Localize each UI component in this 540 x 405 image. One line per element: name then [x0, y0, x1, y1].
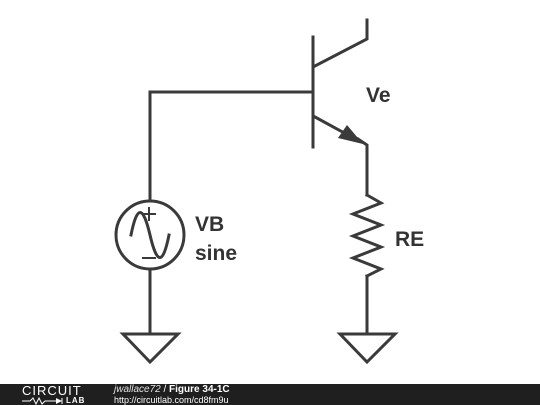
- logo-wordmark: CIRCUIT: [22, 383, 82, 398]
- credit-line: jwallace72 / Figure 34-1C: [114, 385, 230, 395]
- npn-transistor: [311, 18, 369, 197]
- logo-lab-text: LAB: [66, 396, 86, 405]
- resistor-label: RE: [395, 228, 424, 251]
- resistor-zigzag: [348, 192, 386, 279]
- ground-icon-left: [119, 332, 182, 365]
- circuit-url-link[interactable]: http://circuitlab.com/cd8fm9u: [114, 395, 229, 405]
- base-wire: [148, 90, 315, 202]
- author-name[interactable]: jwallace72: [114, 384, 161, 395]
- source-name-label: VB: [195, 213, 224, 236]
- schematic-diagram: Ve VB sine RE: [114, 18, 424, 365]
- figure-title: Figure 34-1C: [169, 384, 230, 395]
- logo-resistor-icon: [22, 397, 63, 405]
- footer-bar: CIRCUIT LAB jwallace72 / Figure 34-1C ht…: [0, 384, 540, 405]
- sine-wave-icon: [129, 211, 171, 259]
- sine-voltage-source: [114, 199, 186, 271]
- credit-separator: /: [160, 384, 170, 395]
- collector-lead: [312, 18, 369, 69]
- ground-icon-right: [336, 332, 399, 365]
- circuitlab-logo: CIRCUIT LAB: [22, 384, 100, 405]
- source-type-label: sine: [195, 242, 237, 265]
- emitter-wire: [355, 136, 369, 197]
- emitter-node-label: Ve: [366, 84, 391, 107]
